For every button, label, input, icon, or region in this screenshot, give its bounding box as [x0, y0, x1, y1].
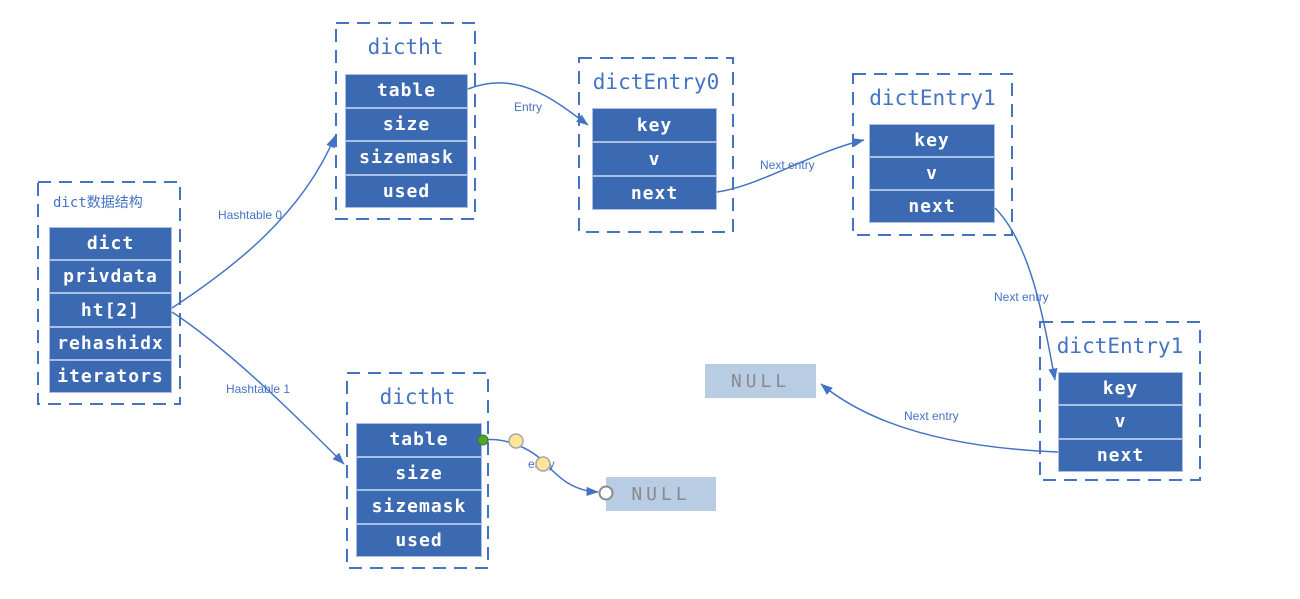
field-next[interactable]: next — [870, 189, 994, 222]
edge-label-hashtable0[interactable]: Hashtable 0 — [218, 208, 283, 222]
node-dictht-top[interactable]: dictht table size sizemask used — [336, 23, 475, 219]
field-size[interactable]: size — [346, 106, 467, 140]
field-table[interactable]: table — [346, 75, 467, 107]
null-box-bottom[interactable]: NULL — [606, 477, 716, 511]
field-v[interactable]: v — [593, 141, 716, 175]
field-v[interactable]: v — [870, 156, 994, 189]
edge-label-entry[interactable]: Entry — [514, 100, 543, 114]
edge-label-next-entry-b[interactable]: Next entry — [994, 290, 1049, 304]
node-dict-struct[interactable]: dict数据结构 dict privdata ht[2] rehashidx i… — [38, 182, 180, 404]
node-dict-title: dict数据结构 — [53, 195, 143, 211]
field-size[interactable]: size — [357, 455, 481, 489]
node-dictentry0-title: dictEntry0 — [592, 70, 720, 94]
field-v[interactable]: v — [1059, 404, 1182, 438]
null-box-top[interactable]: NULL — [705, 364, 816, 398]
field-sizemask[interactable]: sizemask — [357, 489, 481, 523]
node-dictentry1-bottom-title: dictEntry1 — [1056, 334, 1184, 358]
node-dictht-bottom-title: dictht — [379, 385, 456, 409]
dictentry1-bottom-field-table: key v next — [1058, 372, 1183, 472]
field-used[interactable]: used — [346, 173, 467, 207]
dict-field-table: dict privdata ht[2] rehashidx iterators — [49, 227, 172, 393]
field-next[interactable]: next — [1059, 437, 1182, 471]
node-dictentry1-top[interactable]: dictEntry1 key v next — [853, 74, 1012, 235]
dictht-bottom-field-table: table size sizemask used — [356, 423, 482, 557]
edge-label-entry-selected[interactable]: entry — [528, 457, 555, 471]
field-key[interactable]: key — [870, 125, 994, 156]
dictht-top-field-table: table size sizemask used — [345, 74, 468, 208]
edge-label-hashtable1[interactable]: Hashtable 1 — [226, 382, 291, 396]
field-sizemask[interactable]: sizemask — [346, 140, 467, 174]
dictentry1-top-field-table: key v next — [869, 124, 995, 223]
field-key[interactable]: key — [1059, 373, 1182, 405]
field-iterators[interactable]: iterators — [50, 358, 171, 393]
node-dictht-bottom[interactable]: dictht table size sizemask used — [347, 373, 488, 568]
edge-label-next-entry-a[interactable]: Next entry — [760, 158, 815, 172]
node-dictentry1-top-title: dictEntry1 — [869, 86, 996, 110]
node-dictentry1-bottom[interactable]: dictEntry1 key v next — [1040, 322, 1200, 480]
node-dictht-top-title: dictht — [367, 35, 444, 59]
field-rehashidx[interactable]: rehashidx — [50, 325, 171, 359]
field-next[interactable]: next — [593, 175, 716, 209]
edge-label-next-entry-c[interactable]: Next entry — [904, 409, 959, 423]
dictentry0-field-table: key v next — [592, 108, 717, 210]
field-table[interactable]: table — [357, 424, 481, 456]
field-key[interactable]: key — [593, 109, 716, 141]
node-dictentry0[interactable]: dictEntry0 key v next — [579, 58, 733, 232]
field-ht2[interactable]: ht[2] — [50, 292, 171, 326]
connector-waypoint-handle-1[interactable] — [508, 433, 524, 449]
field-privdata[interactable]: privdata — [50, 259, 171, 293]
field-dict[interactable]: dict — [50, 228, 171, 260]
field-used[interactable]: used — [357, 522, 481, 556]
edge-hashtable0 — [171, 135, 336, 309]
